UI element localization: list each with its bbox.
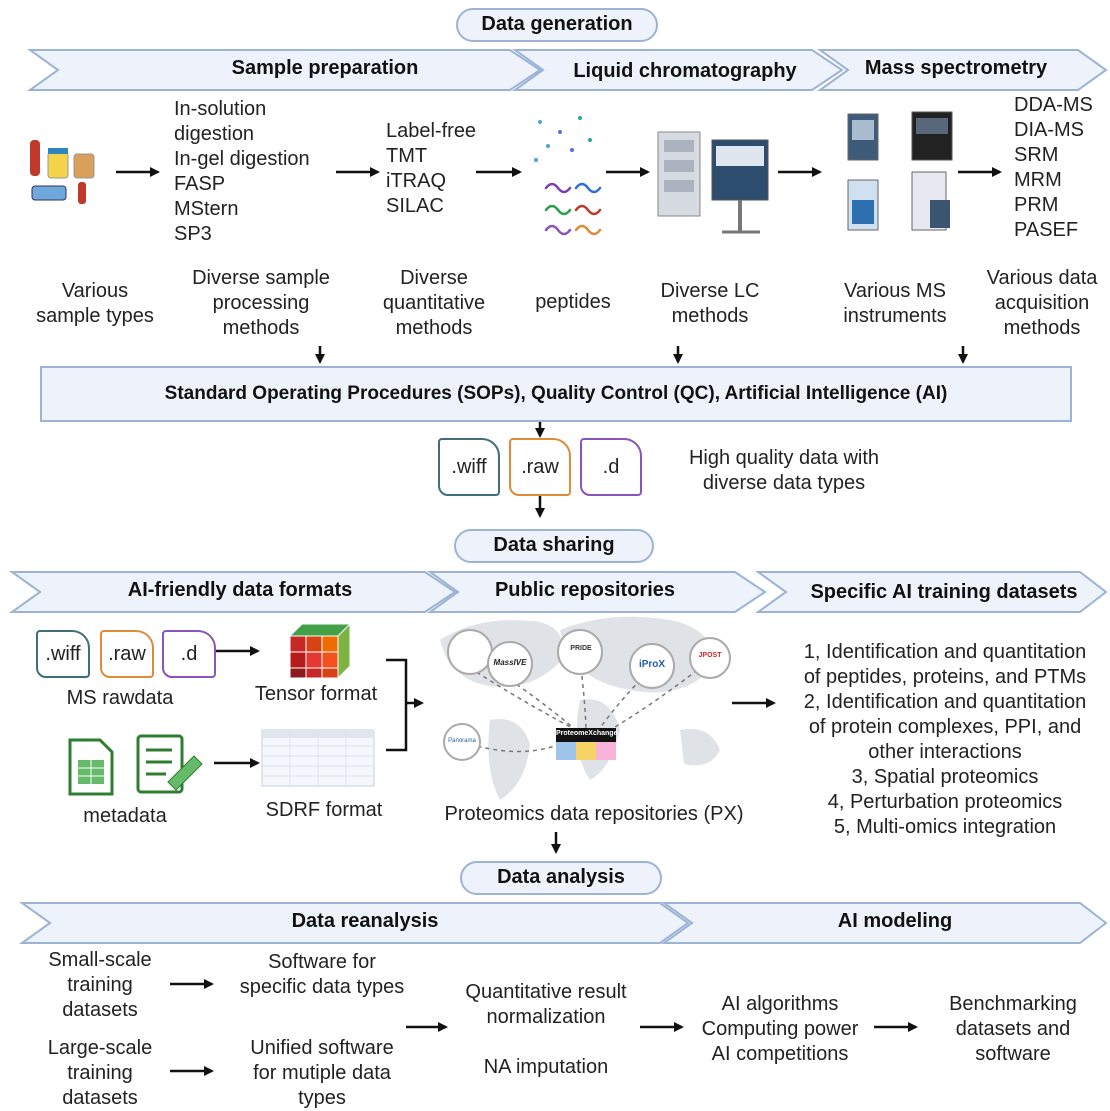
file-d: .d: [580, 438, 642, 496]
ai-training-datasets-list: 1, Identification and quantitation of pe…: [803, 641, 1087, 838]
chevron-mass-spectrometry: [816, 49, 1108, 91]
chevron-ai-friendly-formats: [8, 571, 457, 613]
chevron-label-public-repositories: Public repositories: [494, 579, 676, 601]
ms-rawdata-label: MS rawdata: [66, 687, 174, 709]
large-scale-datasets: Large-scale training datasets: [47, 1037, 153, 1109]
ai-modeling-items: AI algorithms Computing power AI competi…: [701, 993, 859, 1065]
sdrf-table-illustration: [261, 729, 375, 787]
metadata-label: metadata: [83, 805, 167, 827]
quantitative-methods-list: Label-free TMT iTRAQ SILAC: [386, 120, 477, 217]
tensor-format-label: Tensor format: [254, 683, 378, 705]
metadata-illustration: [68, 734, 203, 796]
result-normalization: Quantitative result normalization: [465, 981, 627, 1028]
section-data-sharing: Data sharing: [454, 529, 654, 563]
caption-lc-methods: Diverse LC methods: [660, 280, 760, 327]
ms-instruments-illustration: [847, 111, 953, 231]
file-raw: .raw: [509, 438, 571, 496]
chevron-label-liquid-chromatography: Liquid chromatography: [573, 60, 797, 82]
acquisition-methods-list: DDA-MS DIA-MS SRM MRM PRM PASEF: [1014, 94, 1093, 241]
chevron-label-data-reanalysis: Data reanalysis: [291, 910, 439, 932]
quality-note: High quality data with diverse data type…: [688, 447, 880, 494]
chevron-public-repositories: [426, 571, 767, 613]
caption-acquisition-methods: Various data acquisition methods: [986, 267, 1098, 339]
proteomexchange-logo: ProteomeXchange: [556, 730, 618, 737]
panorama-logo: Panorama: [448, 738, 476, 744]
caption-processing-methods: Diverse sample processing methods: [192, 267, 330, 339]
sdrf-format-label: SDRF format: [265, 799, 383, 821]
chevron-label-ai-training-datasets: Specific AI training datasets: [810, 581, 1078, 603]
chevron-liquid-chromatography: [511, 49, 844, 91]
section-data-generation: Data generation: [456, 8, 658, 42]
digestion-methods-list: In-solution digestion In-gel digestion F…: [174, 98, 310, 245]
section-data-analysis: Data analysis: [460, 861, 662, 895]
caption-sample-types: Various sample types: [36, 280, 154, 327]
chevron-label-ai-friendly-formats: AI-friendly data formats: [127, 579, 353, 601]
chevron-ai-modeling: [660, 902, 1108, 944]
raw-file-raw: .raw: [100, 630, 154, 678]
na-imputation: NA imputation: [483, 1056, 609, 1078]
repositories-caption: Proteomics data repositories (PX): [444, 803, 744, 825]
massive-logo: MassIVE: [493, 658, 527, 667]
chevron-ai-training-datasets: [754, 571, 1108, 613]
chevron-label-ai-modeling: AI modeling: [837, 910, 953, 932]
file-wiff: .wiff: [438, 438, 500, 496]
caption-peptides: peptides: [535, 291, 611, 313]
small-scale-datasets: Small-scale training datasets: [48, 949, 152, 1021]
tensor-cube-illustration: [288, 622, 352, 680]
chevron-label-mass-spectrometry: Mass spectrometry: [864, 57, 1048, 79]
iprox-logo: iProX: [638, 659, 666, 670]
peptides-illustration: [534, 116, 602, 236]
lc-instrument-illustration: [657, 131, 769, 234]
benchmarking: Benchmarking datasets and software: [949, 993, 1077, 1065]
caption-quantitative-methods: Diverse quantitative methods: [382, 267, 486, 339]
unified-software: Unified software for mutiple data types: [250, 1037, 394, 1109]
raw-file-wiff: .wiff: [36, 630, 90, 678]
pride-logo: PRIDE: [570, 645, 592, 652]
specific-software: Software for specific data types: [239, 951, 405, 998]
chevron-sample-preparation: [26, 49, 542, 91]
raw-file-d: .d: [162, 630, 216, 678]
chevron-label-sample-preparation: Sample preparation: [231, 57, 419, 79]
sample-types-illustration: [30, 140, 95, 204]
chevron-data-reanalysis: [18, 902, 690, 944]
repository-logo-pins: [443, 629, 731, 761]
caption-ms-instruments: Various MS instruments: [843, 280, 947, 327]
jpost-logo: JPOST: [698, 652, 722, 659]
sop-qc-ai-bar: Standard Operating Procedures (SOPs), Qu…: [40, 366, 1072, 422]
